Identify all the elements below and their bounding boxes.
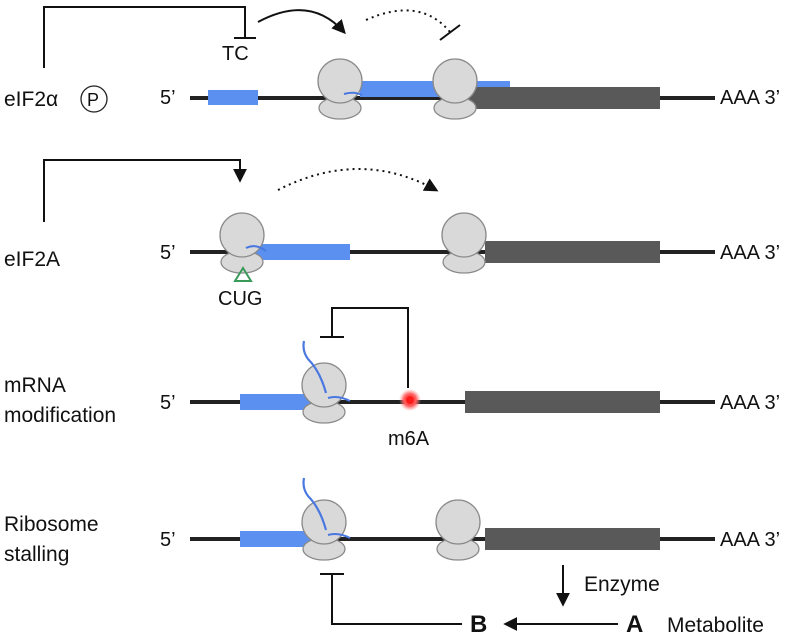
ribosome-icon bbox=[317, 58, 363, 120]
three-prime-label: AAA 3’ bbox=[720, 392, 780, 414]
b-label: B bbox=[470, 611, 487, 637]
panel-ribosome-stalling: Ribosome stalling 5’ AAA 3’ Enzyme A Met… bbox=[4, 477, 780, 637]
three-prime-label: AAA 3’ bbox=[720, 529, 780, 551]
ribosome-icon bbox=[301, 340, 351, 424]
regulation-arrow bbox=[43, 159, 247, 222]
inhibition-bar bbox=[439, 24, 461, 41]
tc-label: TC bbox=[222, 43, 249, 65]
ribosome-icon bbox=[301, 477, 351, 561]
phospho-label: P bbox=[87, 90, 99, 110]
m6a-label: m6A bbox=[388, 428, 430, 450]
panel-label: eIF2α bbox=[4, 88, 58, 111]
panel-label-line2: modification bbox=[4, 404, 116, 427]
m6a-dot-core bbox=[406, 396, 414, 404]
panel-eif2a: eIF2A 5’ AAA 3’ CUG bbox=[4, 159, 780, 310]
nascent-peptide bbox=[302, 340, 328, 394]
three-prime-label: AAA 3’ bbox=[720, 242, 780, 264]
panel-eif2a-phospho: TC eIF2α P 5’ AAA 3’ bbox=[4, 6, 780, 120]
ribosome-icon bbox=[441, 212, 487, 274]
panel-label-line1: Ribosome bbox=[4, 513, 99, 536]
five-prime-label: 5’ bbox=[160, 392, 176, 414]
panel-label-line1: mRNA bbox=[4, 374, 66, 397]
uorf-region bbox=[240, 531, 310, 547]
five-prime-label: 5’ bbox=[160, 529, 176, 551]
uorf-region bbox=[255, 244, 350, 260]
cds-region bbox=[485, 528, 660, 550]
three-prime-label: AAA 3’ bbox=[720, 87, 780, 109]
phospho-circle-icon bbox=[80, 85, 108, 113]
cds-region bbox=[485, 241, 660, 263]
triangle-icon bbox=[233, 266, 253, 282]
a-label: A bbox=[626, 611, 643, 637]
five-prime-label: 5’ bbox=[160, 242, 176, 264]
cds-region bbox=[465, 87, 660, 109]
ribosome-icon bbox=[219, 212, 267, 274]
cds-region bbox=[465, 391, 660, 413]
panel-label: eIF2A bbox=[4, 248, 60, 271]
regulation-bracket bbox=[331, 307, 409, 388]
dotted-path bbox=[365, 9, 451, 33]
cug-label: CUG bbox=[218, 288, 262, 310]
scan-arrow bbox=[257, 9, 346, 35]
ribosome-icon bbox=[435, 499, 481, 561]
metabolite-label: Metabolite bbox=[667, 614, 764, 637]
uorf-region bbox=[208, 90, 258, 105]
panel-mrna-modification: mRNA modification 5’ AAA 3’ m6A bbox=[4, 307, 780, 450]
panel-label-line2: stalling bbox=[4, 543, 69, 566]
regulation-bracket bbox=[331, 574, 462, 625]
nascent-peptide bbox=[302, 477, 328, 531]
uorf-region bbox=[240, 394, 310, 410]
ribosome-icon bbox=[432, 58, 478, 120]
dotted-arrow bbox=[277, 168, 439, 192]
five-prime-label: 5’ bbox=[160, 87, 176, 109]
regulation-bracket bbox=[43, 6, 246, 68]
enzyme-label: Enzyme bbox=[584, 573, 660, 596]
